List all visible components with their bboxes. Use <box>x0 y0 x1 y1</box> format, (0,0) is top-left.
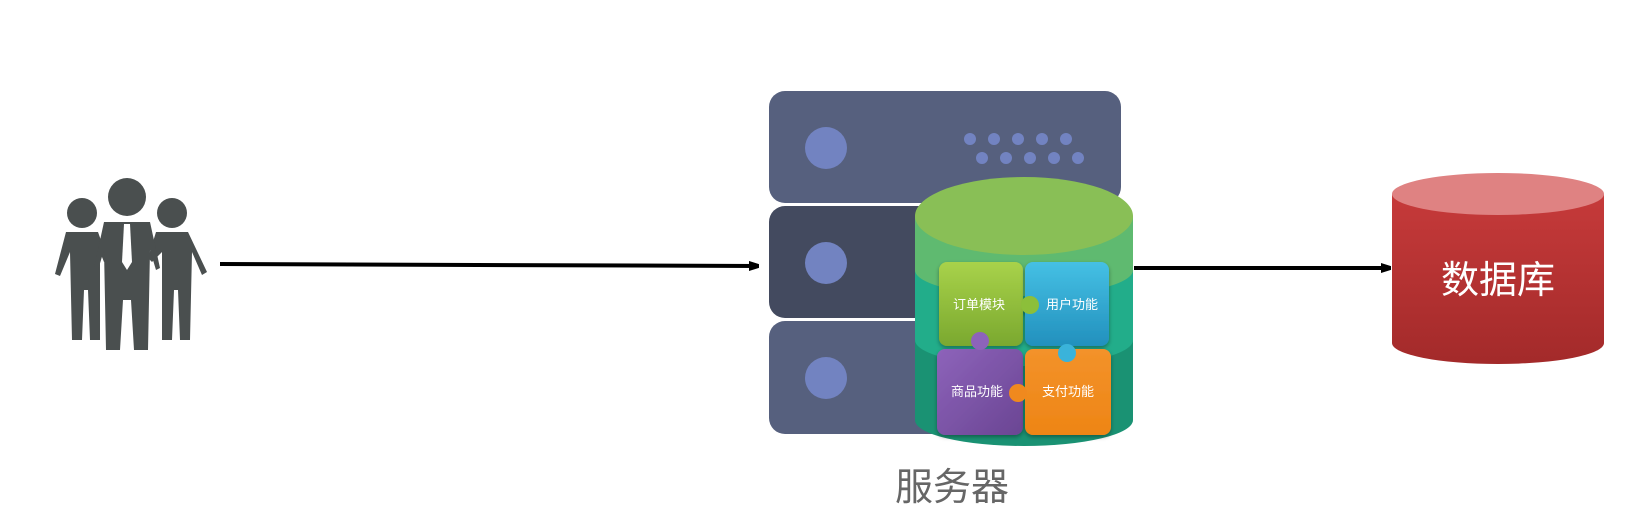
module-user-label: 用户功能 <box>1046 297 1098 313</box>
module-user <box>1025 262 1109 346</box>
database-cylinder <box>1392 173 1604 364</box>
server-label: 服务器 <box>895 465 1009 509</box>
server-vent-dots <box>964 133 1084 164</box>
module-payment <box>1025 349 1111 435</box>
module-product <box>937 349 1023 435</box>
puzzle-tab-product-order <box>971 332 989 350</box>
puzzle-tab-order-user <box>1021 296 1039 314</box>
module-payment-label: 支付功能 <box>1042 385 1094 400</box>
puzzle-tab-payment-product <box>1009 384 1027 402</box>
module-product-label: 商品功能 <box>951 385 1003 400</box>
puzzle-tab-user-payment <box>1058 344 1076 362</box>
edge-users-to-server <box>219 264 758 266</box>
module-order-label: 订单模块 <box>953 298 1005 313</box>
database-label: 数据库 <box>1441 258 1555 302</box>
users-group-icon <box>55 178 207 350</box>
